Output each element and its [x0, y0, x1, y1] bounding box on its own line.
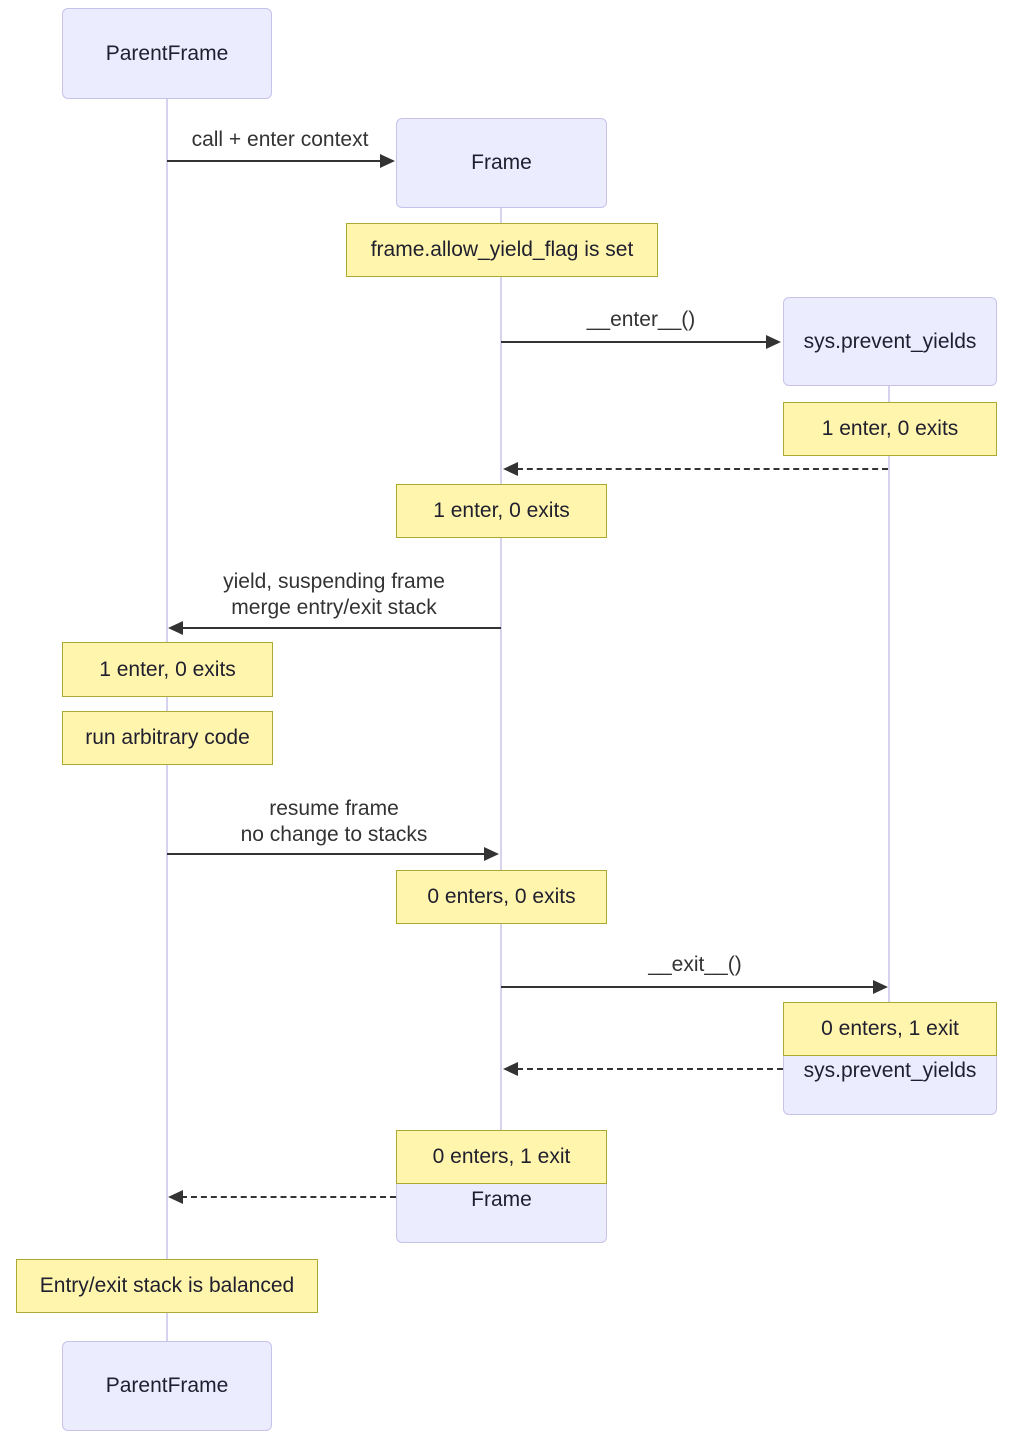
lifeline-sys-prevent-yields — [888, 385, 890, 1030]
actor-parentframe-footer: ParentFrame — [62, 1341, 272, 1431]
arrowhead-right-icon — [484, 847, 499, 861]
message-label-yield-line2: merge entry/exit stack — [231, 596, 437, 619]
note-frame-after-enter: 1 enter, 0 exits — [396, 484, 607, 538]
note-parent-after-yield: 1 enter, 0 exits — [62, 642, 273, 697]
note-allow-yield-flag: frame.allow_yield_flag is set — [346, 223, 658, 277]
note-sys-after-enter: 1 enter, 0 exits — [783, 402, 997, 456]
actor-sys-prevent-yields-header: sys.prevent_yields — [783, 297, 997, 386]
note-frame-after-resume: 0 enters, 0 exits — [396, 870, 607, 924]
arrowhead-left-icon — [503, 462, 518, 476]
message-label-enter: __enter__() — [586, 308, 696, 331]
message-label-call-enter-context: call + enter context — [191, 128, 369, 151]
return-line-frame — [181, 1196, 396, 1198]
note-run-arbitrary-code: run arbitrary code — [62, 711, 273, 765]
lifeline-frame — [500, 208, 502, 1158]
note-frame-after-exit: 0 enters, 1 exit — [396, 1130, 607, 1184]
message-label-exit: __exit__() — [648, 953, 742, 976]
message-label-yield: yield, suspending frame merge entry/exit… — [223, 569, 445, 621]
return-line-enter — [517, 468, 888, 470]
message-label-resume-line2: no change to stacks — [240, 823, 428, 846]
message-line-exit — [501, 986, 875, 988]
arrowhead-left-icon — [168, 1190, 183, 1204]
note-sys-after-exit: 0 enters, 1 exit — [783, 1002, 997, 1056]
arrowhead-right-icon — [873, 980, 888, 994]
actor-parentframe-header: ParentFrame — [62, 8, 272, 99]
arrowhead-right-icon — [380, 154, 395, 168]
note-stack-balanced: Entry/exit stack is balanced — [16, 1259, 318, 1313]
actor-frame-header: Frame — [396, 118, 607, 208]
message-line-enter — [501, 341, 767, 343]
message-label-resume-line1: resume frame — [269, 797, 399, 820]
message-label-resume: resume frame no change to stacks — [241, 796, 428, 848]
arrowhead-left-icon — [168, 621, 183, 635]
arrowhead-left-icon — [503, 1062, 518, 1076]
message-line-resume — [167, 853, 487, 855]
message-line-call-enter-context — [167, 160, 381, 162]
message-label-yield-line1: yield, suspending frame — [223, 570, 445, 593]
return-line-exit — [517, 1068, 783, 1070]
arrowhead-right-icon — [766, 335, 781, 349]
message-line-yield — [181, 627, 501, 629]
